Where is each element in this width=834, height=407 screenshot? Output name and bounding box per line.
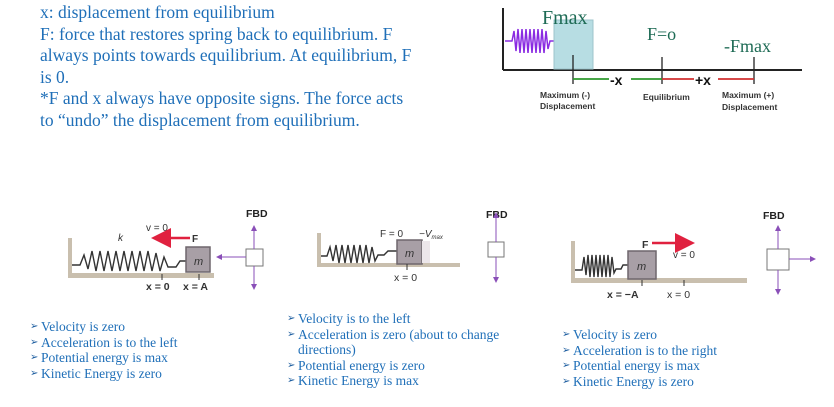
floor (317, 263, 460, 267)
force-label: F (642, 239, 649, 251)
velocity-label: v = 0 (673, 250, 695, 261)
bullet-item: ➢Kinetic Energy is zero (562, 374, 717, 390)
panel-3-bullets: ➢Velocity is zero ➢Acceleration is to th… (562, 327, 717, 389)
bullet-arrow-icon: ➢ (562, 344, 571, 356)
x0-label: x = 0 (146, 281, 170, 293)
wall (571, 241, 575, 281)
panel-3-diagram: m F v = 0 x = −A x = 0 FBD (571, 210, 816, 301)
intro-line: is 0. (40, 66, 70, 87)
bullet-arrow-icon: ➢ (562, 375, 571, 387)
fbd-box (487, 241, 505, 258)
bullet-arrow-icon: ➢ (287, 328, 296, 340)
bullet-text: Potential energy is max (573, 358, 700, 373)
mass-block (185, 246, 211, 273)
bullet-text: Velocity is zero (573, 327, 657, 342)
xA-label: x = −A (607, 289, 639, 301)
bullet-text: Velocity is to the left (298, 311, 411, 326)
spring-icon (72, 250, 186, 272)
max-pos-label-1: Maximum (+) (722, 90, 774, 100)
bullet-item: ➢Velocity is zero (562, 327, 717, 343)
intro-line: to “undo” the displacement from equilibr… (40, 109, 360, 130)
k-label: k (118, 233, 124, 244)
panel-1-diagram: m k v = 0 F x = 0 x = A FBD (68, 208, 268, 293)
bullet-text: Acceleration is to the left (41, 334, 178, 350)
bullet-item: ➢Acceleration is to the right (562, 343, 717, 359)
bullet-arrow-icon: ➢ (287, 313, 296, 324)
force-zero-label: F = 0 (380, 229, 404, 240)
fbd-label: FBD (246, 208, 268, 220)
bullet-arrow-icon: ➢ (562, 329, 571, 340)
velocity-label: v = 0 (146, 223, 168, 234)
equilibrium-label: Equilibrium (643, 92, 690, 102)
bullet-arrow-icon: ➢ (30, 352, 39, 363)
x0-label: x = 0 (667, 289, 690, 301)
force-displacement-diagram: Fmax F=o -Fmax -x +x Maximum (-) Displac… (502, 7, 802, 112)
f-zero-label: F=o (647, 24, 676, 44)
bullet-arrow-icon: ➢ (287, 375, 296, 386)
intro-line: always points towards equilibrium. At eq… (40, 45, 412, 65)
bullet-item: ➢Velocity is to the left (287, 311, 557, 327)
bullet-text: Potential energy is zero (298, 357, 425, 373)
bullet-text: Acceleration is zero (about to change (298, 326, 500, 342)
max-neg-label-2: Displacement (540, 101, 595, 111)
bullet-item: ➢Kinetic Energy is max (287, 373, 557, 389)
bullet-text: Kinetic Energy is max (298, 373, 419, 388)
bullet-item: ➢Potential energy is zero (287, 358, 557, 374)
bullet-item: ➢Potential energy is max (30, 350, 177, 366)
bullet-item: ➢Velocity is zero (30, 319, 177, 335)
max-neg-label-1: Maximum (-) (540, 90, 590, 100)
velocity-label: −Vmax (419, 229, 444, 241)
bullet-text: Acceleration is to the right (573, 342, 717, 358)
mass-label: m (194, 256, 203, 268)
bullet-arrow-icon: ➢ (30, 321, 39, 332)
bullet-arrow-icon: ➢ (562, 360, 571, 371)
spring-icon (505, 28, 556, 54)
force-label: F (192, 234, 198, 245)
intro-line: x: displacement from equilibrium (40, 2, 275, 22)
bullet-arrow-icon: ➢ (30, 336, 39, 348)
mass-block (396, 239, 423, 265)
panel-1-bullets: ➢Velocity is zero ➢Acceleration is to th… (30, 319, 177, 381)
neg-fmax-label: -Fmax (724, 36, 771, 56)
fbd-label: FBD (763, 210, 785, 222)
bullet-text: Kinetic Energy is zero (573, 373, 694, 389)
fmax-label: Fmax (542, 7, 588, 29)
floor (68, 273, 214, 278)
bullet-text: Velocity is zero (41, 319, 125, 334)
bullet-text: Kinetic Energy is zero (41, 365, 162, 381)
xA-label: x = A (183, 281, 208, 293)
intro-line: F: force that restores spring back to eq… (40, 23, 393, 44)
pos-x-label: +x (695, 72, 711, 88)
mass-label: m (637, 261, 646, 273)
intro-text: x: displacement from equilibrium F: forc… (40, 2, 500, 131)
panel-2-diagram: m F = 0 −Vmax x = 0 FBD (317, 209, 508, 284)
mass-label: m (405, 248, 414, 260)
bullet-continuation: directions) (298, 342, 356, 357)
floor (571, 278, 747, 283)
intro-line: *F and x always have opposite signs. The… (40, 88, 404, 108)
fbd-label: FBD (486, 209, 508, 221)
motion-blur (422, 241, 430, 263)
bullet-item: ➢Potential energy is max (562, 358, 717, 374)
wall (317, 233, 321, 266)
mass-block (627, 250, 657, 280)
spring-icon (575, 254, 628, 278)
panel-2-bullets: ➢Velocity is to the left ➢Acceleration i… (287, 311, 557, 389)
fbd-box (766, 248, 790, 271)
neg-x-label: -x (610, 72, 623, 88)
velocity-sub: max (432, 235, 444, 241)
bullet-item: ➢Acceleration is to the left (30, 335, 177, 351)
max-pos-label-2: Displacement (722, 102, 777, 112)
x0-label: x = 0 (394, 272, 417, 284)
fbd-box (245, 248, 264, 267)
bullet-text: Potential energy is max (41, 350, 168, 365)
bullet-item: ➢Acceleration is zero (about to change (287, 327, 557, 343)
bullet-item: ➢Kinetic Energy is zero (30, 366, 177, 382)
velocity-main: −V (419, 229, 433, 240)
spring-icon (321, 244, 397, 264)
bullet-arrow-icon: ➢ (287, 359, 296, 371)
bullet-arrow-icon: ➢ (30, 367, 39, 379)
wall (68, 238, 72, 278)
